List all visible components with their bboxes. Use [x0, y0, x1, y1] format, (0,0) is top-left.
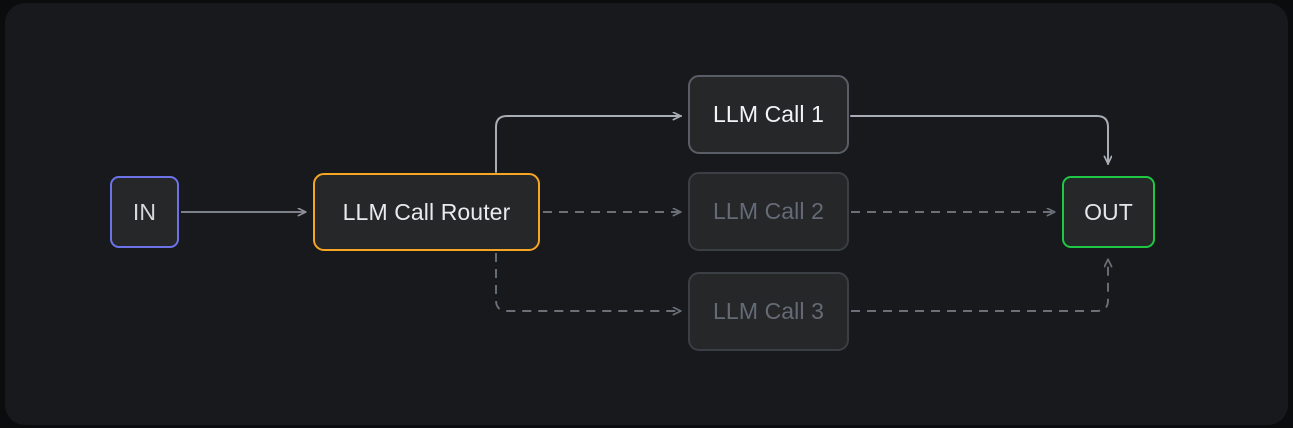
node-in-label: IN: [132, 198, 157, 225]
node-llm-call-2-label: LLM Call 2: [713, 198, 824, 224]
node-llm-call-1-label: LLM Call 1: [713, 101, 824, 127]
node-out-label: OUT: [1084, 198, 1133, 225]
node-llm-call-1[interactable]: LLM Call 1: [688, 75, 849, 154]
node-llm-call-3-label: LLM Call 3: [713, 298, 824, 324]
node-in[interactable]: IN: [110, 176, 179, 248]
node-llm-call-2[interactable]: LLM Call 2: [688, 172, 849, 251]
node-llm-call-router-label: LLM Call Router: [342, 198, 511, 225]
node-llm-call-router[interactable]: LLM Call Router: [313, 173, 540, 251]
node-llm-call-3[interactable]: LLM Call 3: [688, 272, 849, 351]
node-out[interactable]: OUT: [1062, 176, 1155, 248]
